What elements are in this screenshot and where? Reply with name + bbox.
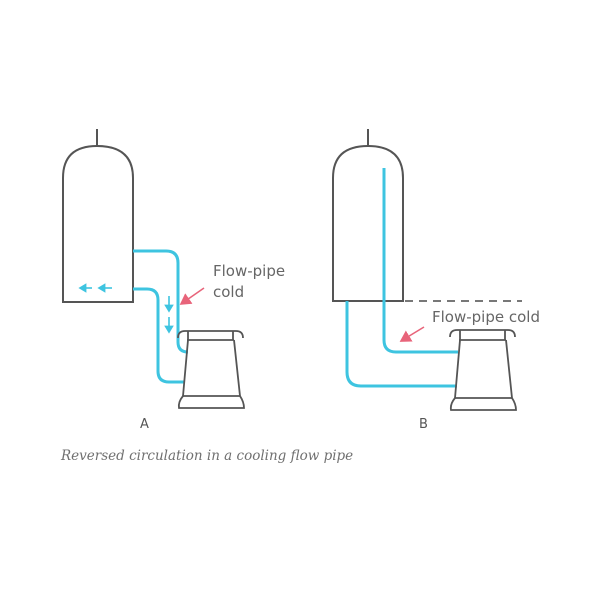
panel-letter-b: B	[419, 417, 428, 432]
pointer-arrow-b	[399, 326, 425, 342]
label-flow-pipe-cold-a-line2: cold	[213, 283, 244, 301]
return-pipe-a	[133, 287, 185, 384]
boiler-tank-a	[62, 129, 134, 303]
pipes-a	[133, 249, 189, 384]
return-pipe-b	[345, 301, 457, 388]
heater-a	[177, 330, 245, 409]
label-flow-pipe-cold-b: Flow-pipe cold	[432, 308, 540, 326]
boiler-tank-b	[332, 129, 404, 302]
panel-a: Flow-pipe cold A	[62, 129, 285, 432]
heater-b	[449, 329, 517, 411]
label-flow-pipe-cold-a: Flow-pipe	[213, 262, 285, 280]
flow-pipe-a	[133, 249, 189, 354]
panel-b: Flow-pipe cold B	[332, 129, 540, 432]
flow-pipe-b	[382, 168, 458, 354]
panel-letter-a: A	[140, 417, 149, 432]
pipes-b	[345, 168, 458, 388]
flow-arrows-a	[78, 283, 174, 334]
pointer-arrow-a	[179, 287, 205, 305]
figure-caption: Reversed circulation in a cooling flow p…	[61, 448, 354, 464]
